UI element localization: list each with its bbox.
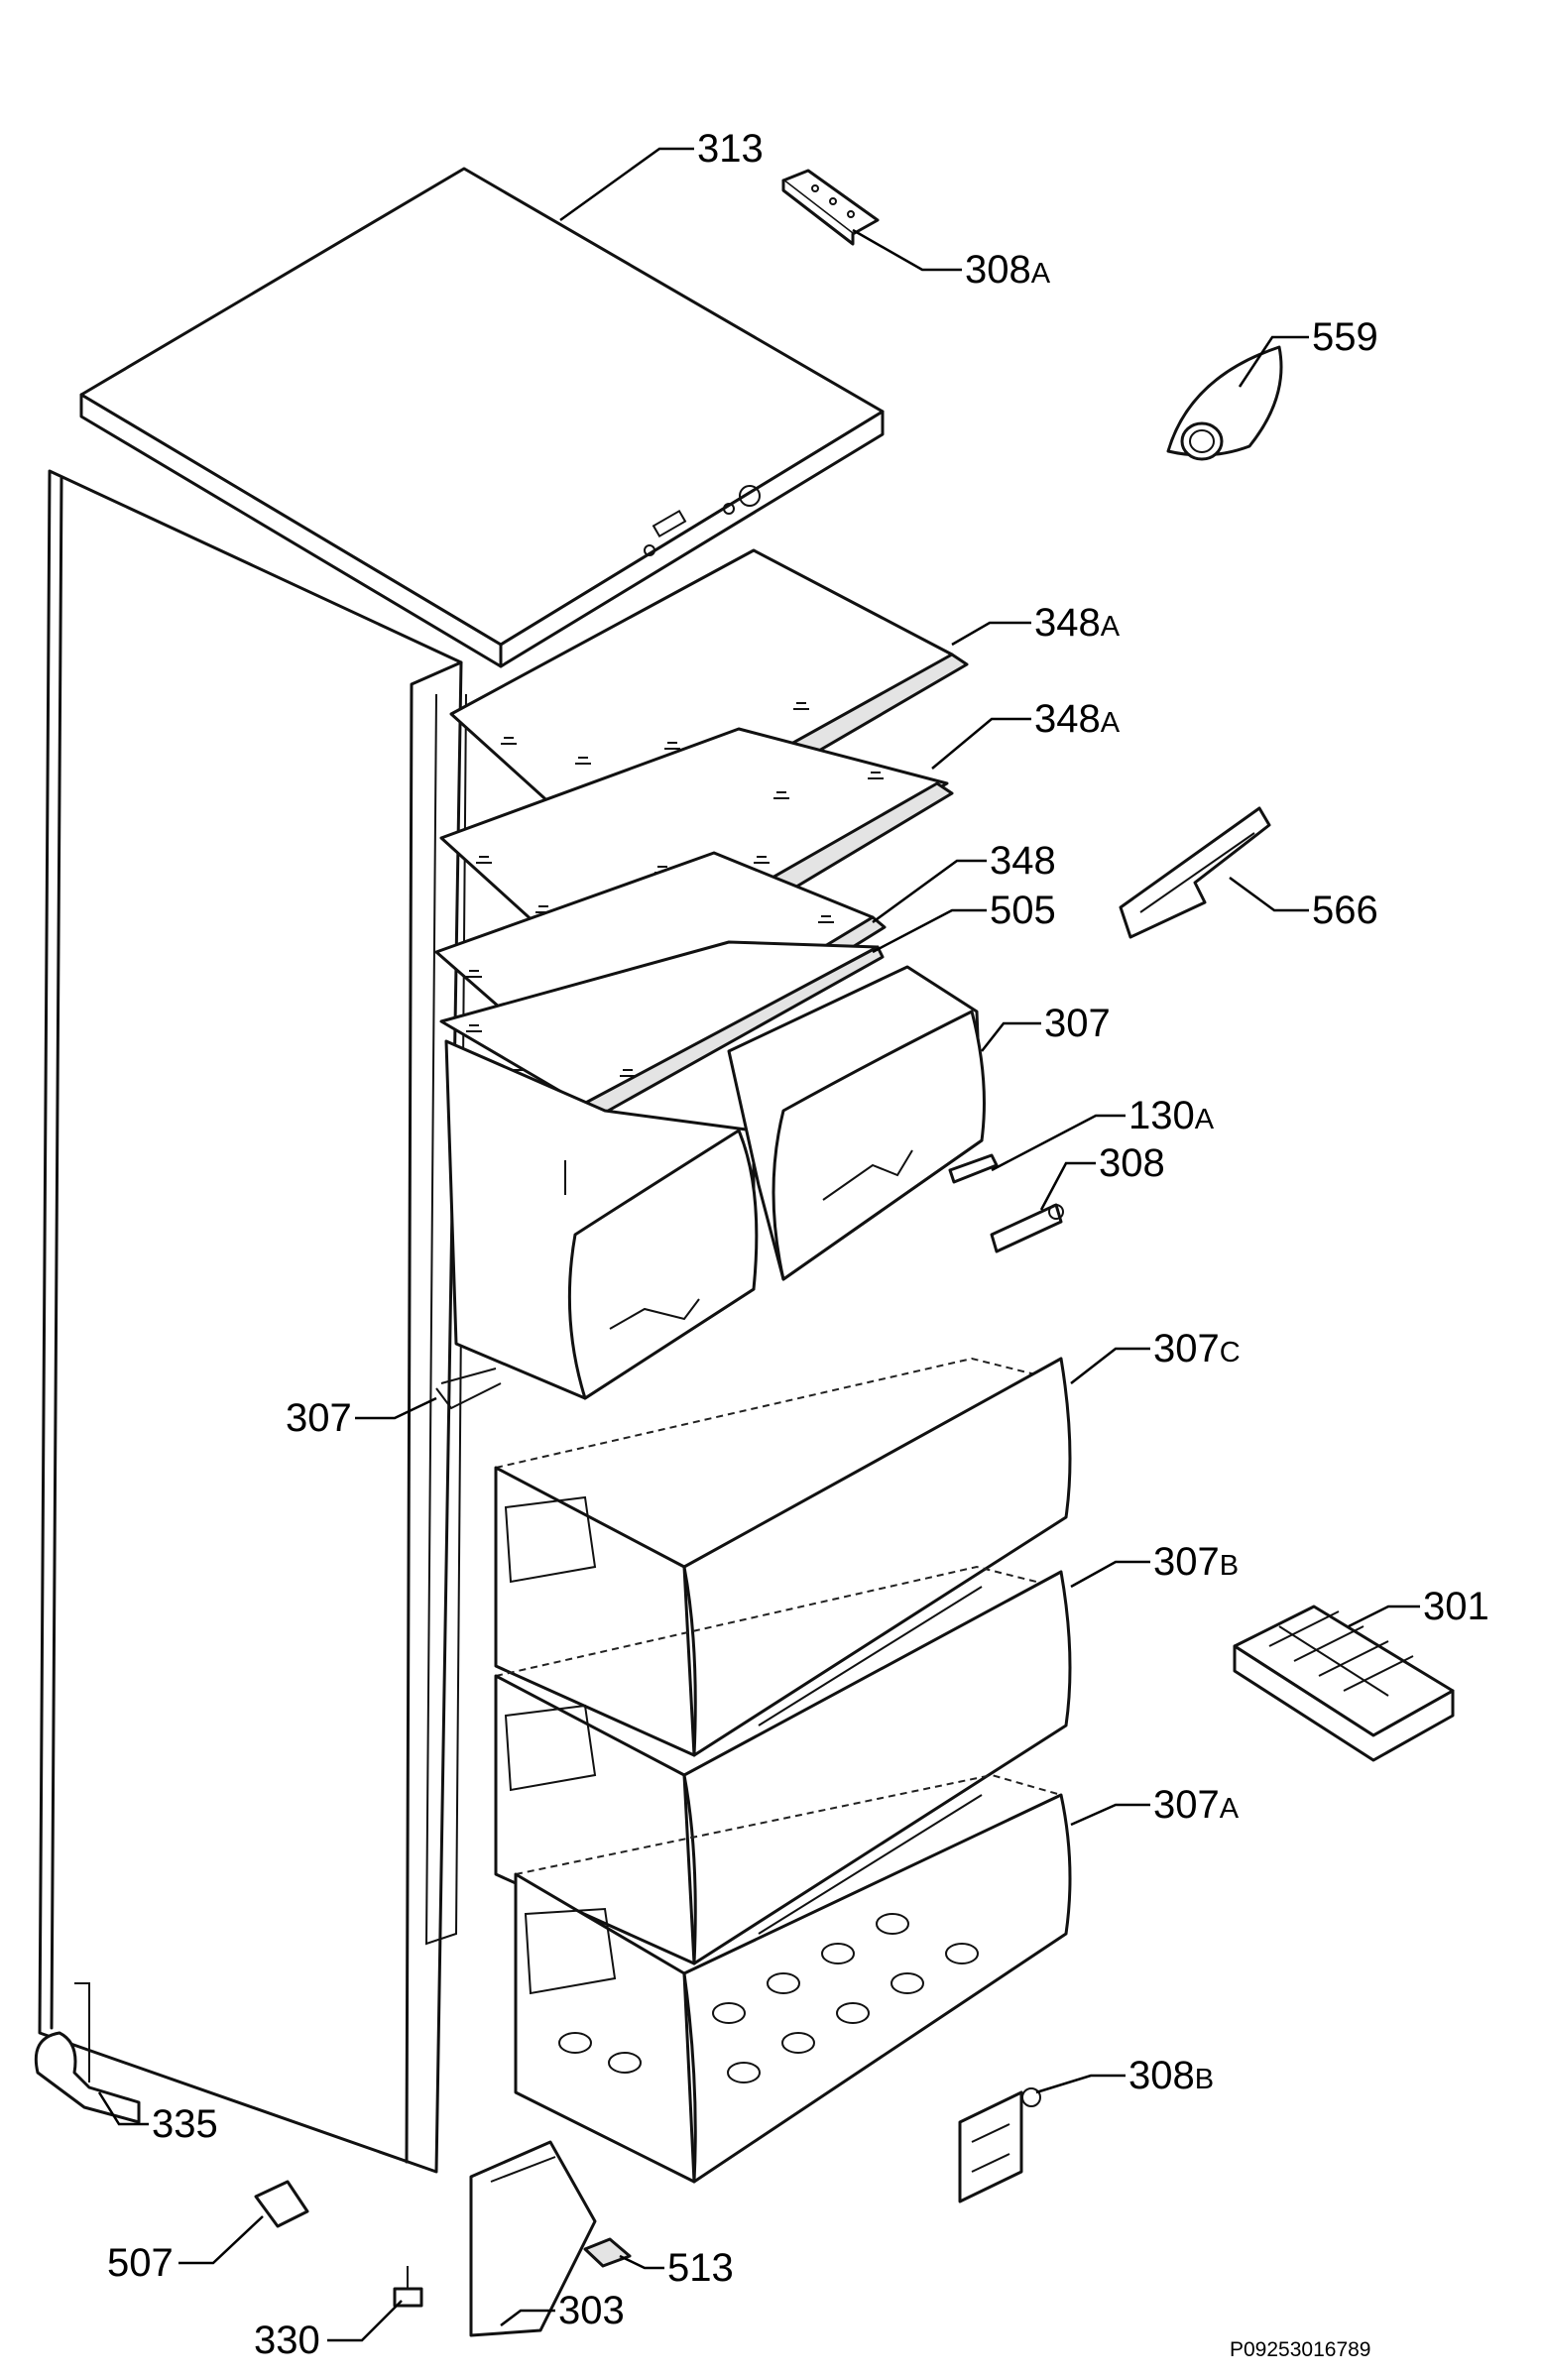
- foot-bracket-335: [34, 1982, 141, 2124]
- part-label-307-left: 307: [286, 1396, 352, 1440]
- leader-lines: [97, 147, 1420, 2342]
- part-label-308a: 308A: [965, 248, 1051, 292]
- part-label-307-right: 307: [1044, 1002, 1111, 1045]
- cabinet-body: [38, 469, 502, 2174]
- part-label-507: 507: [107, 2241, 174, 2285]
- hinge-308: [990, 1203, 1064, 1253]
- hinge-308a: [781, 169, 880, 246]
- top-cover: [79, 167, 885, 668]
- part-label-313: 313: [697, 127, 764, 171]
- part-label-348a-upper: 348A: [1034, 601, 1121, 645]
- crisper-drawer-307-right: [727, 965, 986, 1281]
- plinth-303: [469, 2140, 597, 2337]
- part-label-330: 330: [254, 2319, 320, 2362]
- crisper-drawer-307-left: [444, 1039, 759, 1400]
- part-label-505: 505: [990, 889, 1056, 932]
- part-label-559: 559: [1312, 315, 1378, 359]
- freezer-drawer-307c: [494, 1357, 1072, 1757]
- bottle-divider-566: [1119, 806, 1271, 939]
- part-label-303: 303: [558, 2289, 625, 2332]
- bracket-130a: [948, 1153, 999, 1184]
- hinge-308b: [958, 2087, 1041, 2203]
- thermostat-knob-559: [1166, 345, 1283, 461]
- cover-513: [583, 2237, 632, 2268]
- freezer-drawer-307a: [514, 1773, 1072, 2184]
- ice-cube-tray-301: [1233, 1605, 1455, 1762]
- part-label-348: 348: [990, 839, 1056, 883]
- part-label-335: 335: [152, 2102, 218, 2146]
- part-label-307a: 307A: [1153, 1783, 1240, 1827]
- part-label-130a: 130A: [1128, 1094, 1215, 1137]
- part-label-301: 301: [1423, 1585, 1489, 1628]
- drawing-code: P09253016789: [1230, 2338, 1371, 2361]
- part-label-308: 308: [1099, 1141, 1165, 1185]
- clip-507: [254, 2180, 309, 2228]
- part-label-307c: 307C: [1153, 1327, 1241, 1370]
- part-label-308b: 308B: [1128, 2054, 1215, 2097]
- part-label-566: 566: [1312, 889, 1378, 932]
- part-label-513: 513: [667, 2246, 734, 2290]
- adjustable-foot-330: [393, 2266, 423, 2308]
- part-label-348a-lower: 348A: [1034, 697, 1121, 741]
- part-label-307b: 307B: [1153, 1540, 1240, 1584]
